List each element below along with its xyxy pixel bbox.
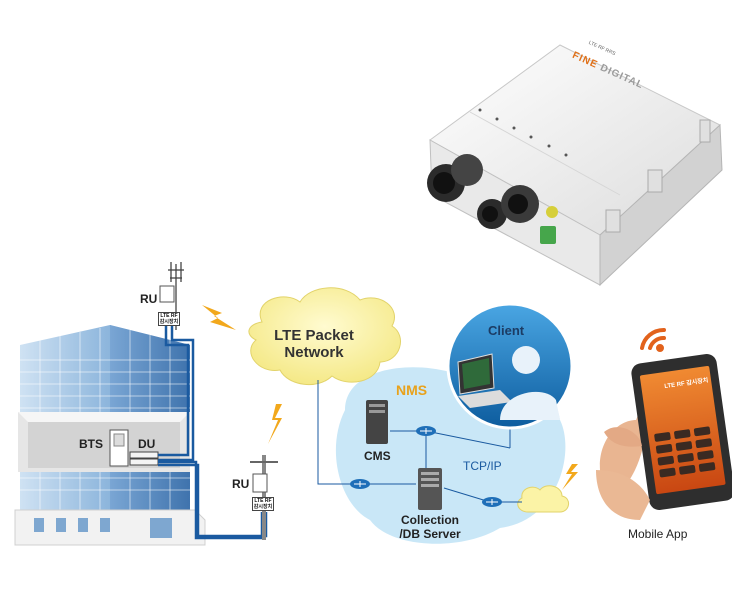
bts-cabinet-icon xyxy=(109,429,129,467)
router-icon xyxy=(416,426,436,436)
mobile-app-label: Mobile App xyxy=(628,527,688,541)
smartphone xyxy=(596,354,732,520)
ru-label-bottom: RU xyxy=(232,477,250,491)
wireless-lightning-icon xyxy=(268,404,282,444)
router-icon xyxy=(482,497,502,507)
office-building xyxy=(14,325,206,546)
monitor-icon xyxy=(457,353,512,408)
db-server-icon xyxy=(418,468,442,510)
lte-packet-network-label: LTE Packet Network xyxy=(274,327,354,361)
bts-label: BTS xyxy=(79,437,103,451)
ru-unit-icon xyxy=(252,473,268,493)
connector-icon xyxy=(501,185,539,223)
cms-server-icon xyxy=(366,400,388,444)
cms-label: CMS xyxy=(364,449,391,463)
collection-db-server-label: Collection /DB Server xyxy=(399,513,461,541)
fiber-port-icon xyxy=(540,226,556,244)
du-unit-icon xyxy=(129,451,159,466)
connector-icon xyxy=(427,154,483,202)
du-label: DU xyxy=(138,437,156,451)
client-workstation xyxy=(446,302,574,430)
user-silhouette-icon xyxy=(500,346,560,420)
nms-title: NMS xyxy=(396,382,428,398)
ru-tag-bottom: LTE RF 감시장치 xyxy=(252,497,274,511)
rf-monitoring-unit xyxy=(427,44,723,287)
connector-icon xyxy=(477,199,507,229)
wireless-lightning-icon xyxy=(202,305,236,330)
small-cloud xyxy=(517,485,569,513)
lte-packet-network-cloud xyxy=(248,287,401,386)
ru-tower-top xyxy=(159,262,184,330)
ru-label-top: RU xyxy=(140,292,158,306)
ru-tag-top: LTE RF 감시장치 xyxy=(158,312,180,326)
wifi-signal-icon xyxy=(640,327,666,352)
wireless-lightning-icon xyxy=(562,464,578,490)
router-icon xyxy=(350,479,370,489)
client-label: Client xyxy=(488,323,525,338)
tcpip-label: TCP/IP xyxy=(463,459,502,473)
ru-unit-icon xyxy=(159,285,175,303)
